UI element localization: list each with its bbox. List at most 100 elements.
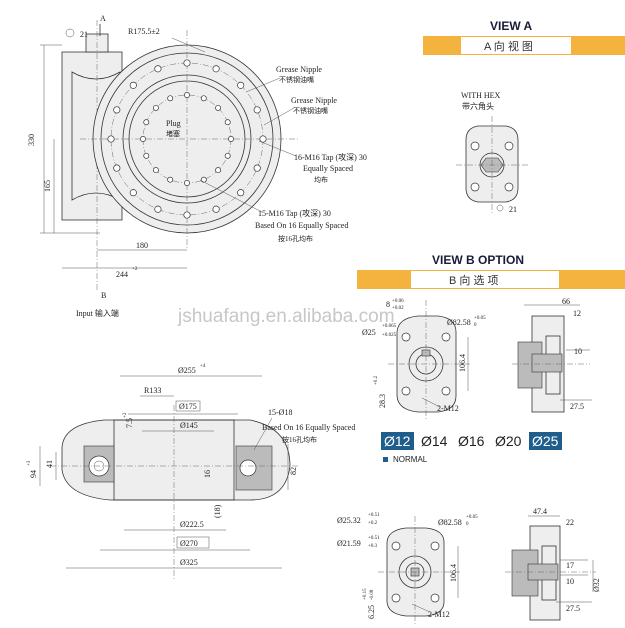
holes-line3: 按16孔均布 <box>282 435 317 444</box>
outer-bolt-hole <box>253 106 261 114</box>
tap-15: 15-M16 Tap (攻深) 30 <box>258 208 331 218</box>
vb-top-dim-25-tol-up: +0.065 <box>382 324 397 329</box>
vb-top-dim-27: 27.5 <box>570 402 584 411</box>
vb-top-thread: 2-M12 <box>437 404 459 413</box>
vb-top-dim-82-tol2: 0 <box>474 323 477 328</box>
vb-bot-dim-32: Ø32 <box>592 578 601 592</box>
inner-bolt-hole <box>224 119 231 126</box>
shaft-option: Ø12 <box>384 433 411 449</box>
view-a: VIEW A A 向 视 图 WITH HEX 带六角头 21 <box>423 19 625 215</box>
plug-label-cn: 堵塞 <box>166 129 180 138</box>
dim-41: 41 <box>45 460 54 468</box>
vb-bot-dim-17: 17 <box>566 561 574 570</box>
view-a-title: VIEW A <box>490 19 533 33</box>
vb-top-dim-12: 12 <box>573 309 581 318</box>
dim-244-tol: +2 <box>132 267 138 272</box>
grease-nipple-1-cn: 不锈钢油嘴 <box>279 75 314 84</box>
plug-label: Plug <box>166 119 181 128</box>
inner-bolt-hole <box>143 152 150 159</box>
dim-175: Ø175 <box>179 402 197 411</box>
inner-bolt-hole <box>224 152 231 159</box>
dim-330: 330 <box>27 134 36 146</box>
tap-16: 16-M16 Tap (攻深) 30 <box>294 152 367 162</box>
vb-bot-dim-82-tol2: 0 <box>466 522 469 527</box>
shaft-option: Ø20 <box>495 433 522 449</box>
tap-16-line3: 均布 <box>314 175 328 184</box>
dim-165: 165 <box>43 180 52 192</box>
vb-top-dim-8: 8 <box>386 300 390 309</box>
inner-bolt-hole <box>184 180 190 186</box>
outer-bolt-hole <box>107 135 115 143</box>
vb-top-dim-106: 106.4 <box>458 354 467 372</box>
dim-94: 94 <box>29 470 38 478</box>
radius-label: R175.5±2 <box>128 27 160 36</box>
tap-16-line2: Equally Spaced <box>303 164 353 173</box>
outer-bolt-hole <box>253 164 261 172</box>
tap-15-line3: 按16孔均布 <box>278 234 313 243</box>
vb-bot-dim-82: Ø82.58 <box>438 518 462 527</box>
vb-bot-dim-106: 106.4 <box>449 564 458 582</box>
vb-bot-dim-25-tol-dn: +0.2 <box>368 521 378 526</box>
watermark: jshuafang.en.alibaba.com <box>177 306 395 327</box>
inner-bolt-hole <box>215 167 222 174</box>
dim-145: Ø145 <box>180 421 198 430</box>
vb-bot-dim-25: Ø25.32 <box>337 516 361 525</box>
inner-bolt-hole <box>200 95 207 102</box>
outer-bolt-hole <box>183 211 191 219</box>
inner-bolt-hole <box>140 136 146 142</box>
dim-18: (18) <box>213 504 222 518</box>
vb-bot-thread: 2-M12 <box>428 610 450 619</box>
outer-bolt-holes <box>107 59 267 219</box>
grease-nipple-1: Grease Nipple <box>276 65 322 74</box>
section-view: Ø255 +4 R133 Ø175 Ø145 7.5 +2 15-Ø18 Bas… <box>27 364 355 580</box>
tap-15-line2: Based On 16 Equally Spaced <box>255 221 348 230</box>
vb-top-dim-25-tol-dn: +0.025 <box>382 333 397 338</box>
normal-swatch <box>383 457 388 462</box>
shaft-option: Ø16 <box>458 433 485 449</box>
vb-top-dim-25: Ø25 <box>362 328 376 337</box>
outer-bolt-hole <box>129 189 137 197</box>
dim-325: Ø325 <box>180 558 198 567</box>
vb-bot-dim-21-tol-dn: +0.3 <box>368 544 378 549</box>
outer-bolt-hole <box>113 106 121 114</box>
inner-bolt-hole <box>143 119 150 126</box>
dim-244: 244 <box>116 270 128 279</box>
vb-top-dim-8-tol-up: +0.06 <box>392 299 404 304</box>
outer-bolt-hole <box>237 189 245 197</box>
with-hex: WITH HEX <box>461 91 501 100</box>
vb-bot-dim-6-tol-dn: -0.08 <box>370 589 375 600</box>
vb-bot-dim-82-tol: +0.05 <box>466 515 478 520</box>
normal-label: NORMAL <box>393 455 428 464</box>
outer-bolt-hole <box>154 205 162 213</box>
grease-nipple-2-cn: 不锈钢油嘴 <box>293 106 328 115</box>
dim-7-5-tol: +2 <box>123 412 128 418</box>
dim-270: Ø270 <box>180 539 198 548</box>
dim-255: Ø255 <box>178 366 196 375</box>
outer-bolt-hole <box>212 205 220 213</box>
grease-nipple-2: Grease Nipple <box>291 96 337 105</box>
inner-bolt-hole <box>228 136 234 142</box>
vb-bot-dim-25-tol-up: +0.51 <box>368 513 380 518</box>
vb-bot-dim-22: 22 <box>566 518 574 527</box>
outer-bolt-hole <box>154 65 162 73</box>
vb-bot-dim-21-tol-up: +0.51 <box>368 536 380 541</box>
holes-label: 15-Ø18 <box>268 408 292 417</box>
vb-bot-dim-6: 6.25 <box>367 605 376 619</box>
shaft-option: Ø14 <box>421 433 448 449</box>
vb-bot-dim-6-tol-up: +0.15 <box>363 588 368 600</box>
outer-bolt-hole <box>113 164 121 172</box>
dim-82: 82 <box>289 467 298 475</box>
vb-top-dim-66: 66 <box>562 297 570 306</box>
vb-bot-dim-21: Ø21.59 <box>337 539 361 548</box>
vb-top-dim-82: Ø82.58 <box>447 318 471 327</box>
inner-bolt-hole <box>200 176 207 183</box>
dim-222: Ø222.5 <box>180 520 204 529</box>
inner-bolt-hole <box>152 167 159 174</box>
r133: R133 <box>144 386 161 395</box>
inner-bolt-hole <box>152 104 159 111</box>
vb-bot-dim-27: 27.5 <box>566 604 580 613</box>
label-a: A <box>100 14 106 23</box>
